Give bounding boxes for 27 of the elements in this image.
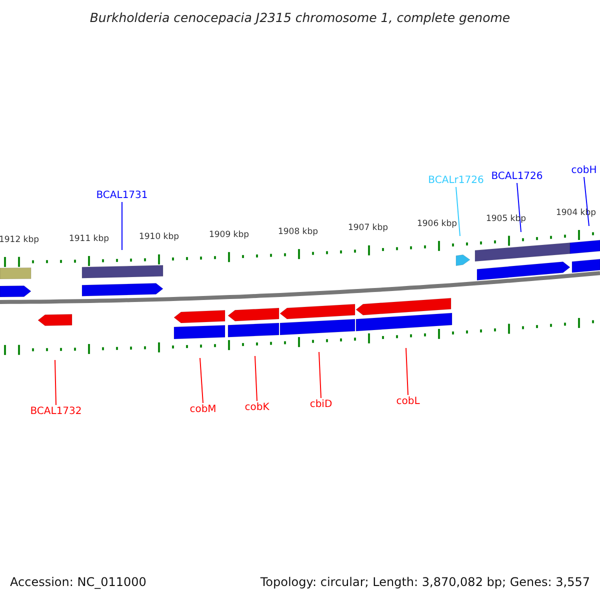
gene-label: cobH [571,164,597,177]
gene-label: BCAL1732 [30,405,82,418]
gene-label: cobM [190,403,216,416]
accession-text: Accession: NC_011000 [10,575,146,589]
leader-line [406,348,408,396]
leader-line [54,360,56,406]
leader-line [516,182,522,232]
genome-summary-text: Topology: circular; Length: 3,870,082 bp; Genes: 3,557 [260,575,590,589]
leader-line [200,358,204,404]
leader-line [254,356,258,402]
scale-label: 1906 kbp [416,219,458,230]
gene-label: cbiD [310,398,332,411]
leader-line [584,176,590,226]
scale-label: 1911 kbp [68,234,110,244]
gene-label: cobK [244,401,270,414]
scale-label: 1910 kbp [138,232,180,242]
title: Burkholderia cenocepacia J2315 chromosome 1, complete genome [88,10,512,25]
scale-label: 1909 kbp [208,230,250,240]
gene-label: BCAL1726 [491,170,543,183]
gene-label: cobL [396,395,420,408]
scale-label: 1908 kbp [278,227,318,238]
gene-label: BCAL1731 [96,189,148,202]
scale-label: 1912 kbp [0,234,40,245]
scale-label: 1907 kbp [348,223,388,234]
leader-line [318,352,322,398]
gene-label: BCALr1726 [428,174,484,187]
leader-line [456,186,460,236]
